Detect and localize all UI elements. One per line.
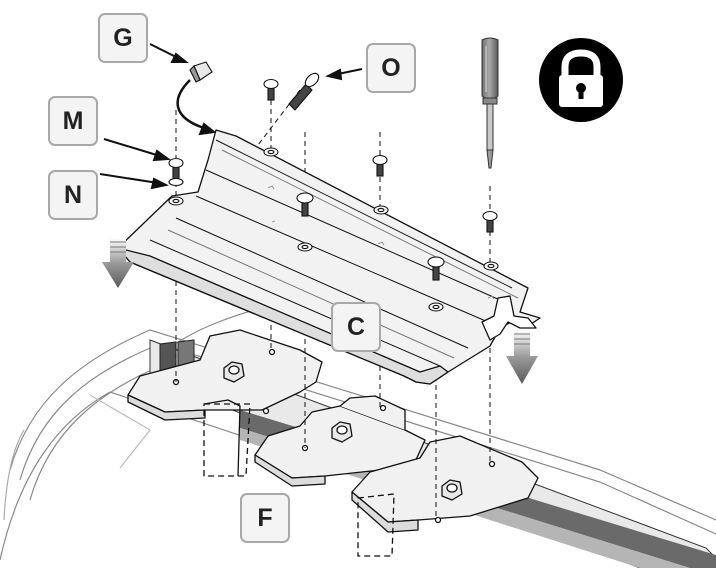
down-arrow-left (102, 238, 134, 288)
label-o: O (366, 43, 416, 93)
label-g: G (98, 13, 148, 63)
screw-2 (296, 192, 314, 217)
down-arrow-right (506, 330, 538, 384)
end-cap-g (189, 61, 213, 83)
screw-3 (372, 154, 388, 177)
mounting-brackets-f (127, 329, 539, 557)
padlock-icon (539, 38, 623, 122)
screw-5 (482, 210, 498, 233)
bolt-o (288, 72, 320, 111)
screwdriver-icon (481, 37, 499, 169)
label-n: N (48, 170, 98, 220)
screw-4 (427, 256, 445, 281)
screw-top-1 (263, 78, 279, 101)
label-m: M (48, 96, 98, 146)
label-f: F (240, 493, 290, 543)
label-c: C (331, 302, 381, 352)
screws-m (168, 61, 498, 281)
leader-arrows (99, 43, 363, 190)
screw-m-1 (168, 157, 184, 181)
washer-n (168, 177, 184, 187)
